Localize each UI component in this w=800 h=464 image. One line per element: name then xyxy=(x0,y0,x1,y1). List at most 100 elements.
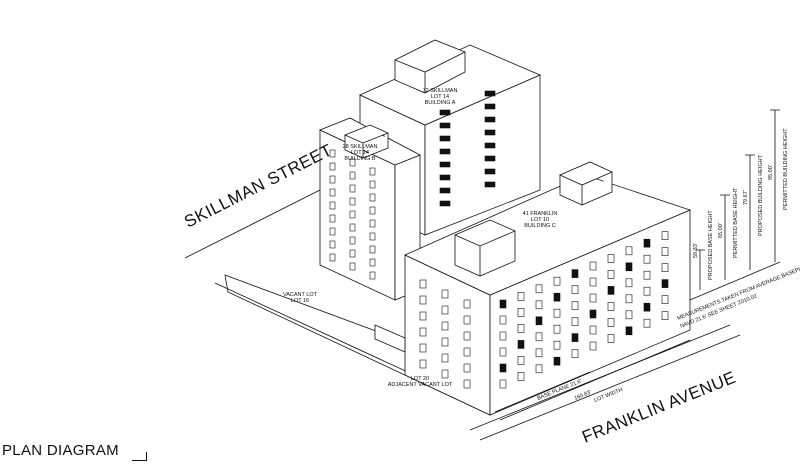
balcony-a xyxy=(484,103,496,110)
window-c-left xyxy=(463,363,471,373)
lower-wing xyxy=(374,324,406,353)
franklin-avenue-label: FRANKLIN AVENUE xyxy=(579,368,738,447)
window-c-left xyxy=(441,353,449,363)
skillman-curb xyxy=(184,189,321,259)
window-c xyxy=(589,325,597,335)
window-c xyxy=(589,309,597,319)
balcony-a xyxy=(439,174,451,181)
window-c xyxy=(499,379,507,389)
window-c xyxy=(607,318,615,327)
balcony-a xyxy=(439,135,451,142)
building-a-label-3: BUILDING A xyxy=(425,100,456,106)
window-b xyxy=(349,197,356,206)
building-a-label-2: LOT 14 xyxy=(431,94,449,100)
window-c-left xyxy=(441,337,449,347)
window-c-left xyxy=(463,299,471,309)
window-b xyxy=(329,162,336,171)
building-b-label-2: LOT 14 xyxy=(351,150,369,156)
window-b xyxy=(349,184,356,193)
lot-width-label: LOT WIDTH xyxy=(594,387,624,404)
window-b xyxy=(329,253,336,262)
window-c xyxy=(571,349,579,358)
window-b xyxy=(369,271,376,280)
window-c xyxy=(553,276,561,286)
window-c xyxy=(589,341,597,351)
balcony-a xyxy=(484,90,496,97)
window-b xyxy=(369,206,376,215)
dim-permitted-bldg xyxy=(770,109,780,262)
window-c xyxy=(643,302,651,312)
window-c-left xyxy=(419,295,427,305)
balcony-a xyxy=(484,116,496,123)
window-c-left xyxy=(463,331,471,341)
dim-base-plane xyxy=(494,371,591,413)
permitted-base-height-value: 65.00' xyxy=(718,223,724,238)
window-c-left xyxy=(419,359,427,369)
building-a-bulkhead xyxy=(394,39,466,94)
window-c xyxy=(661,311,669,320)
franklin-curb xyxy=(479,334,741,441)
window-c-left xyxy=(419,311,427,321)
window-b xyxy=(329,175,336,184)
window-c xyxy=(553,356,561,366)
window-c xyxy=(643,270,651,280)
window-c-left xyxy=(419,343,427,353)
window-c xyxy=(571,317,579,326)
window-c xyxy=(517,308,525,317)
diagram-title: PLAN DIAGRAM xyxy=(2,442,119,459)
balcony-a xyxy=(439,187,451,194)
window-c-left xyxy=(419,327,427,337)
window-b xyxy=(329,149,336,158)
window-b xyxy=(349,249,356,258)
window-c xyxy=(553,324,561,334)
window-c xyxy=(517,372,525,381)
title-underline xyxy=(132,460,146,461)
window-c xyxy=(625,278,633,288)
window-b xyxy=(349,262,356,271)
window-b xyxy=(329,188,336,197)
building-c-label-3: BUILDING C xyxy=(524,223,556,229)
window-c xyxy=(535,364,543,374)
building-c-roof-block-1 xyxy=(453,219,517,277)
window-b xyxy=(329,214,336,223)
window-c xyxy=(589,277,597,287)
dim-permitted-base xyxy=(720,194,730,280)
window-c xyxy=(607,270,615,279)
window-c xyxy=(643,318,651,328)
window-b xyxy=(349,158,356,167)
window-c-left xyxy=(463,315,471,325)
window-c xyxy=(643,238,651,248)
window-b xyxy=(329,227,336,236)
dim-proposed-base xyxy=(695,249,705,290)
building-c-label-2: LOT 10 xyxy=(531,217,549,223)
permitted-building-height-value: 95.00' xyxy=(768,165,774,180)
window-c xyxy=(553,292,561,302)
permitted-building-height-label: PERMITTED BUILDING HEIGHT xyxy=(783,128,789,210)
window-c xyxy=(661,247,669,256)
window-c xyxy=(661,263,669,272)
building-a-label-1: 72 SKILLMAN xyxy=(423,88,458,94)
building-c-label-1: 41 FRANKLIN xyxy=(523,211,558,217)
window-c-left xyxy=(419,279,427,289)
balcony-a xyxy=(439,122,451,129)
balcony-a xyxy=(484,129,496,136)
window-c xyxy=(661,295,669,304)
proposed-building-height-label: PROPOSED BUILDING HEIGHT xyxy=(758,154,764,236)
window-c-left xyxy=(441,321,449,331)
window-c xyxy=(643,286,651,296)
proposed-base-height-label: PROPOSED BASE HEIGHT xyxy=(708,210,714,280)
window-b xyxy=(369,193,376,202)
window-c xyxy=(607,302,615,311)
building-c-roof-block-2 xyxy=(559,161,613,206)
window-c xyxy=(571,301,579,310)
balcony-a xyxy=(439,200,451,207)
window-c xyxy=(589,293,597,303)
window-b xyxy=(349,223,356,232)
window-c xyxy=(625,294,633,304)
proposed-base-height-value: 59.33' xyxy=(693,243,699,258)
window-c xyxy=(535,300,543,310)
window-c xyxy=(571,333,579,342)
building-b-label-3: BUILDING B xyxy=(344,156,376,162)
window-c-left xyxy=(441,369,449,379)
